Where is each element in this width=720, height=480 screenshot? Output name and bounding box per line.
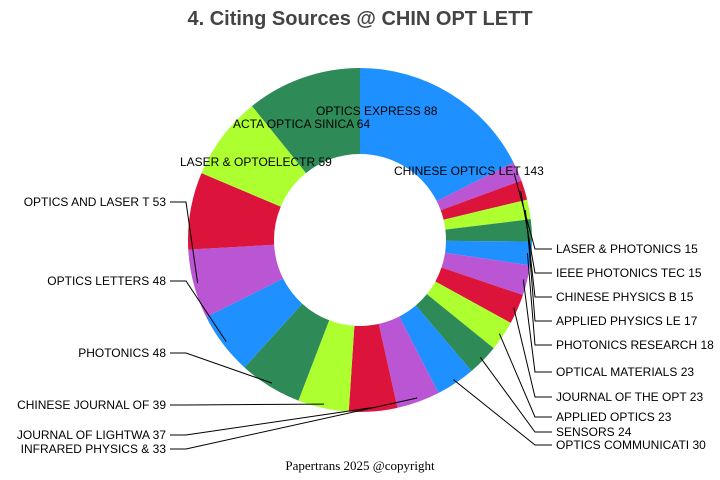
- leader-line-applied-physics-le-17: [527, 230, 552, 322]
- slice-photonics-research-18: [445, 240, 532, 266]
- slice-label-optics-express-88: OPTICS EXPRESS 88: [316, 104, 438, 118]
- slice-optics-and-laser-t-53: [188, 244, 284, 318]
- leader-line-sensors-24: [479, 357, 552, 433]
- slice-optics-communicati-30: [399, 305, 472, 394]
- slice-label-sensors-24: SENSORS 24: [556, 425, 632, 439]
- slice-laser-photonics-15: [436, 162, 522, 211]
- slice-label-ieee-photonics-tec-15: IEEE PHOTONICS TEC 15: [556, 266, 702, 280]
- slice-label-journal-of-the-opt-23: JOURNAL OF THE OPT 23: [556, 390, 703, 404]
- leader-line-photonics-48: [170, 352, 273, 384]
- slice-chinese-physics-b-15: [443, 199, 531, 230]
- label-leader-lines: [170, 172, 552, 450]
- slice-journal-of-lightwa-37: [348, 323, 398, 412]
- slice-label-photonics-research-18: PHOTONICS RESEARCH 18: [556, 338, 714, 352]
- slice-label-acta-optica-sinica-64: ACTA OPTICA SINICA 64: [233, 117, 370, 131]
- leader-line-laser-photonics-15: [513, 172, 552, 250]
- slice-sensors-24: [415, 294, 494, 371]
- slice-ieee-photonics-tec-15: [440, 180, 528, 220]
- slice-label-laser-optoelectr-59: LASER & OPTOELECTR 59: [180, 155, 332, 169]
- leader-line-optics-letters-48: [170, 280, 227, 342]
- slice-applied-optics-23: [426, 281, 511, 349]
- slice-label-photonics-48: PHOTONICS 48: [78, 346, 166, 360]
- slice-label-infrared-physics-33: INFRARED PHYSICS & 33: [21, 442, 167, 456]
- donut-slices: [188, 68, 532, 412]
- slice-label-chinese-optics-let-143: CHINESE OPTICS LET 143: [394, 164, 544, 178]
- slice-label-applied-optics-23: APPLIED OPTICS 23: [556, 410, 672, 424]
- slice-optics-express-88: [252, 68, 360, 174]
- slice-chinese-optics-let-143: [360, 68, 514, 202]
- slice-label-chinese-journal-of-39: CHINESE JOURNAL OF 39: [17, 398, 166, 412]
- leader-line-journal-of-lightwa-37: [170, 407, 374, 436]
- slice-label-optics-and-laser-t-53: OPTICS AND LASER T 53: [24, 195, 167, 209]
- leader-line-optics-communicati-30: [453, 379, 552, 446]
- slice-optics-letters-48: [206, 278, 303, 368]
- slice-infrared-physics-33: [378, 316, 439, 408]
- slice-label-optical-materials-23: OPTICAL MATERIALS 23: [556, 365, 694, 379]
- slice-optical-materials-23: [441, 252, 531, 296]
- leader-line-optical-materials-23: [522, 279, 552, 373]
- chart-title: 4. Citing Sources @ CHIN OPT LETT: [187, 8, 532, 30]
- leader-line-infrared-physics-33: [170, 397, 418, 450]
- slice-applied-physics-le-17: [445, 219, 532, 242]
- slice-label-applied-physics-le-17: APPLIED PHYSICS LE 17: [556, 314, 698, 328]
- slice-laser-optoelectr-59: [188, 173, 281, 250]
- leader-line-optics-and-laser-t-53: [170, 201, 199, 284]
- leader-line-applied-optics-23: [498, 333, 552, 418]
- slice-journal-of-the-opt-23: [435, 267, 523, 323]
- slice-label-laser-photonics-15: LASER & PHOTONICS 15: [556, 242, 698, 256]
- slice-label-journal-of-lightwa-37: JOURNAL OF LIGHTWA 37: [17, 428, 166, 442]
- slice-chinese-journal-of-39: [298, 320, 355, 412]
- slice-label-chinese-physics-b-15: CHINESE PHYSICS B 15: [556, 290, 694, 304]
- slice-photonics-48: [244, 303, 330, 401]
- leader-line-journal-of-the-opt-23: [513, 307, 552, 398]
- slice-acta-optica-sinica-64: [201, 106, 307, 207]
- leader-line-ieee-photonics-tec-15: [520, 191, 552, 274]
- slice-label-optics-communicati-30: OPTICS COMMUNICATI 30: [556, 438, 706, 452]
- leader-line-photonics-research-18: [526, 253, 552, 346]
- leader-line-chinese-journal-of-39: [170, 403, 325, 406]
- slice-label-optics-letters-48: OPTICS LETTERS 48: [47, 274, 166, 288]
- chart-footer: Papertrans 2025 @copyright: [285, 458, 435, 473]
